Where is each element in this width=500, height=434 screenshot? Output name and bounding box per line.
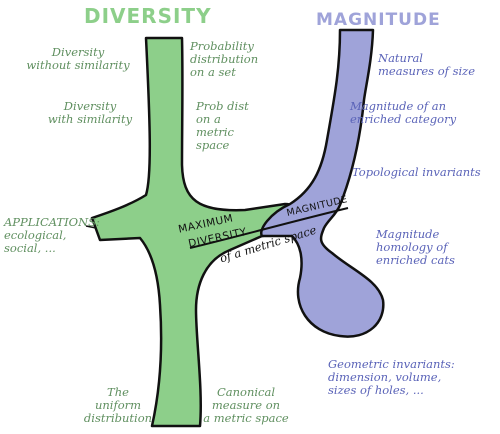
label-probability-distribution: Probability distribution on a set — [190, 39, 259, 79]
label-magnitude-homology: Magnitude homology of enriched cats — [376, 227, 455, 267]
label-magnitude-enriched-category: Magnitude of an enriched category — [350, 99, 457, 126]
diversity-title: DIVERSITY — [84, 4, 212, 28]
magnitude-title: MAGNITUDE — [316, 10, 441, 30]
applications-connector-line — [85, 225, 97, 229]
label-canonical-measure: Canonical measure on a metric space — [203, 385, 289, 425]
label-diversity-without-similarity: Diversity without similarity — [26, 45, 130, 72]
label-prob-dist-metric-space: Prob dist on a metric space — [196, 99, 249, 152]
label-topological-invariants: Topological invariants — [352, 165, 481, 179]
label-uniform-distribution: The uniform distribution — [83, 385, 153, 425]
magnitude-tube — [260, 28, 385, 338]
label-diversity-with-similarity: Diversity with similarity — [47, 99, 133, 126]
label-natural-measures: Natural measures of size — [378, 51, 476, 78]
diversity-tube — [90, 36, 302, 428]
label-geometric-invariants: Geometric invariants: dimension, volume,… — [328, 357, 455, 397]
label-applications: APPLICATIONS: ecological, social, ... — [4, 215, 100, 255]
bridge-divider-line — [189, 207, 349, 249]
